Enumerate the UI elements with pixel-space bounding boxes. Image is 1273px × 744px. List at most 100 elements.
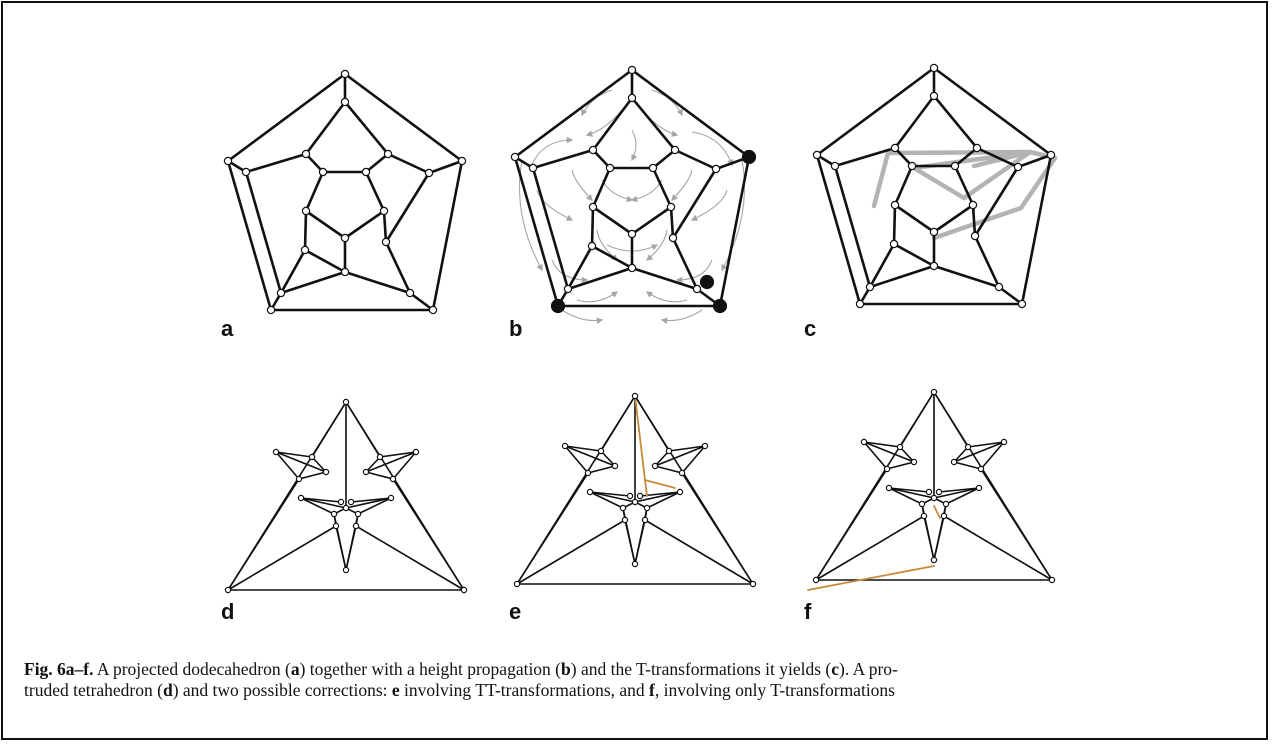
tetrahedron-vertex bbox=[641, 516, 649, 524]
tetrahedron-edge bbox=[345, 497, 392, 509]
tetrahedron-edge bbox=[365, 456, 381, 473]
tetrahedron-edge bbox=[587, 465, 616, 474]
panel-label-b: b bbox=[509, 316, 523, 341]
dodecahedron-edge bbox=[591, 205, 634, 236]
dodecahedron-vertex bbox=[1013, 162, 1023, 172]
dodecahedron-edge bbox=[1016, 153, 1053, 169]
tetrahedron-edge bbox=[335, 525, 347, 571]
tetrahedron-edge bbox=[564, 445, 602, 452]
dodecahedron-vertex bbox=[627, 263, 637, 273]
tetrahedron-vertex bbox=[352, 522, 360, 530]
dodecahedron-edge bbox=[975, 146, 1020, 169]
dodecahedron-edge bbox=[673, 148, 718, 171]
propagation-arrow bbox=[585, 109, 623, 137]
dodecahedron-edge bbox=[671, 167, 718, 240]
tetrahedron-vertex bbox=[611, 462, 619, 470]
dodecahedron-edge bbox=[343, 100, 390, 156]
dodecahedron-edge bbox=[971, 203, 977, 238]
tetrahedron-vertex bbox=[950, 458, 958, 466]
dodecahedron-edge bbox=[304, 100, 347, 156]
tetrahedron-vertex bbox=[925, 488, 933, 496]
dodecahedron-vertex bbox=[865, 282, 875, 292]
tetrahedron-edge bbox=[275, 451, 300, 480]
propagation-arrow bbox=[631, 129, 638, 162]
dodecahedron-vertex bbox=[889, 239, 899, 249]
tetrahedron-edge bbox=[311, 456, 327, 473]
dodecahedron-vertex bbox=[266, 305, 276, 315]
tetrahedron-vertex bbox=[513, 580, 521, 588]
dodecahedron-vertex bbox=[424, 168, 434, 178]
tetrahedron-vertex bbox=[860, 438, 868, 446]
tetrahedron-edge bbox=[933, 391, 969, 448]
dodecahedron-edge bbox=[384, 240, 412, 295]
dodecahedron-edge bbox=[833, 146, 897, 168]
dodecahedron-edge bbox=[630, 68, 751, 159]
propagation-arrow bbox=[561, 309, 604, 325]
propagation-arrow bbox=[531, 136, 574, 166]
dodecahedron-vertex bbox=[627, 229, 637, 239]
dodecahedron-vertex bbox=[340, 69, 350, 79]
panel-a-dodecahedron bbox=[223, 69, 467, 315]
tetrahedron-vertex bbox=[1048, 576, 1056, 584]
tetrahedron-vertex bbox=[322, 468, 330, 476]
dodecahedron-edge bbox=[932, 203, 975, 234]
tetrahedron-edge bbox=[298, 471, 327, 480]
tetrahedron-edge bbox=[933, 487, 980, 499]
dodecahedron-edge bbox=[1020, 153, 1053, 306]
tetrahedron-vertex bbox=[621, 516, 629, 524]
tetrahedron-vertex bbox=[636, 492, 644, 500]
dodecahedron-edge bbox=[815, 153, 862, 306]
marked-vertex bbox=[699, 274, 715, 290]
tetrahedron-edge bbox=[589, 491, 636, 503]
tetrahedron-edge bbox=[634, 395, 670, 452]
dodecahedron-edge bbox=[364, 170, 386, 213]
tetrahedron-edge bbox=[275, 451, 313, 458]
dodecahedron-vertex bbox=[950, 161, 960, 171]
tetrahedron-edge bbox=[654, 465, 683, 474]
tetrahedron-edge bbox=[863, 441, 888, 470]
dodecahedron-vertex bbox=[588, 202, 598, 212]
tetrahedron-edge bbox=[379, 451, 417, 458]
tetrahedron-vertex bbox=[942, 500, 950, 508]
propagation-arrow bbox=[645, 291, 688, 303]
tetrahedron-vertex bbox=[297, 494, 305, 502]
tetrahedron-vertex bbox=[619, 504, 627, 512]
tetrahedron-edge bbox=[355, 525, 465, 591]
panel-c-t-transformations bbox=[812, 63, 1058, 309]
tetrahedron-edge bbox=[967, 441, 1005, 448]
dodecahedron-edge bbox=[892, 242, 936, 268]
dodecahedron-edge bbox=[303, 209, 308, 252]
propagation-arrow bbox=[721, 159, 746, 272]
tetrahedron-vertex bbox=[308, 453, 316, 461]
dodecahedron-edge bbox=[973, 234, 1001, 289]
dodecahedron-vertex bbox=[300, 245, 310, 255]
tetrahedron-vertex bbox=[1000, 438, 1008, 446]
dodecahedron-vertex bbox=[510, 152, 520, 162]
tetrahedron-vertex bbox=[332, 522, 340, 530]
dodecahedron-edge bbox=[893, 94, 936, 150]
correction-edge bbox=[807, 565, 935, 591]
panel-f-t-correction bbox=[807, 388, 1056, 591]
tetrahedron-vertex bbox=[977, 465, 985, 473]
dodecahedron-edge bbox=[630, 96, 677, 152]
tetrahedron-edge bbox=[888, 487, 935, 499]
dodecahedron-edge bbox=[630, 266, 699, 291]
panel-label-a: a bbox=[221, 316, 234, 341]
tetrahedron-edge bbox=[888, 487, 923, 505]
dodecahedron-vertex bbox=[668, 233, 678, 243]
dodecahedron-vertex bbox=[361, 167, 371, 177]
tetrahedron-edge bbox=[945, 487, 980, 505]
dodecahedron-vertex bbox=[276, 288, 286, 298]
tetrahedron-edge bbox=[365, 471, 394, 480]
panel-label-f: f bbox=[804, 599, 812, 624]
tetrahedron-edge bbox=[589, 491, 631, 497]
dodecahedron-edge bbox=[868, 264, 936, 289]
tetrahedron-edge bbox=[300, 497, 347, 509]
dodecahedron-vertex bbox=[670, 145, 680, 155]
tetrahedron-vertex bbox=[597, 447, 605, 455]
tetrahedron-vertex bbox=[342, 504, 350, 512]
tetrahedron-vertex bbox=[631, 392, 639, 400]
dodecahedron-vertex bbox=[588, 145, 598, 155]
tetrahedron-vertex bbox=[561, 442, 569, 450]
tetrahedron-vertex bbox=[354, 510, 362, 518]
